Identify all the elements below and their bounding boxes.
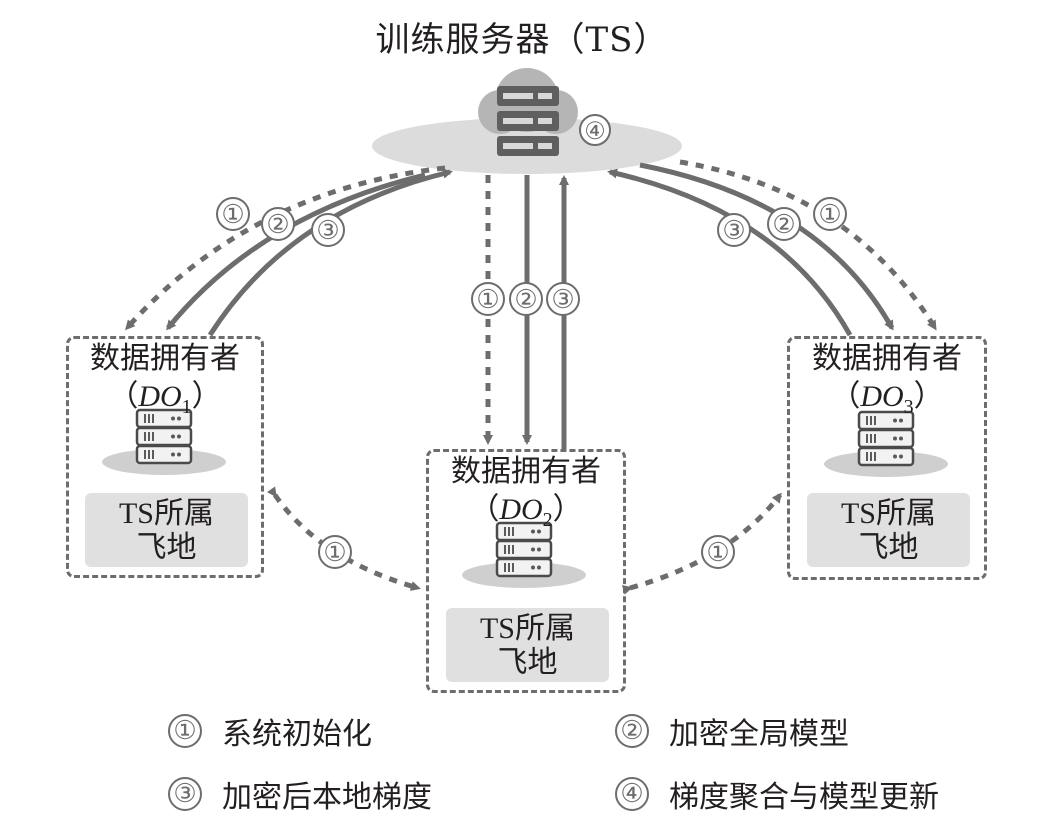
- data-owner-server-icon: [102, 408, 226, 475]
- server-unit: [857, 446, 915, 467]
- badge-center-2: ②: [509, 282, 543, 316]
- svg-text:③: ③: [551, 285, 574, 314]
- step-4-badge: [579, 114, 611, 146]
- data-owner-label: 数据拥有者: [90, 341, 240, 376]
- legend-text: 加密全局模型: [669, 717, 849, 752]
- data-owner-box-3: 数据拥有者 （DO3） TS所属 飞地: [787, 336, 987, 580]
- svg-text:①: ①: [476, 285, 499, 314]
- legend-step-badge: ①: [168, 714, 202, 748]
- data-owner-server-icon: [824, 410, 948, 477]
- data-owner-label: 数据拥有者: [451, 454, 601, 489]
- arrow-left-3: [207, 168, 453, 337]
- badge-right-3: ③: [717, 213, 751, 247]
- training-server-title: 训练服务器（TS）: [375, 20, 669, 60]
- arrow-left-1-dashed: [125, 165, 446, 331]
- step-4-label: ④: [584, 119, 606, 145]
- server-unit: [135, 444, 193, 465]
- data-owner-id: （DO1）: [108, 379, 222, 418]
- legend-text: 系统初始化: [222, 717, 372, 752]
- legend-text: 梯度聚合与模型更新: [669, 780, 939, 815]
- server-unit: [495, 557, 553, 578]
- svg-text:②: ②: [772, 210, 795, 239]
- data-owner-label: 数据拥有者: [812, 341, 962, 376]
- badge-right-2: ②: [767, 207, 801, 241]
- arrow-right-1-dashed: [679, 159, 938, 331]
- legend-text: 加密后本地梯度: [222, 780, 432, 815]
- badge-left-3: ③: [311, 213, 345, 247]
- ts-enclave: TS所属 飞地: [446, 608, 609, 682]
- badge-left-2: ②: [261, 207, 295, 241]
- legend-step-badge: ②: [615, 714, 649, 748]
- badge-center-3: ③: [546, 282, 580, 316]
- ts-enclave: TS所属 飞地: [85, 493, 248, 567]
- legend-item-3: ③ 加密后本地梯度: [168, 772, 432, 816]
- legend-item-2: ② 加密全局模型: [615, 709, 849, 753]
- data-owner-id: （DO2）: [469, 492, 583, 531]
- svg-text:①: ①: [706, 538, 729, 567]
- data-owner-box-1: 数据拥有者 （DO1） TS所属 飞地: [66, 336, 264, 578]
- svg-text:①: ①: [323, 538, 346, 567]
- svg-text:①: ①: [818, 200, 841, 229]
- arrow-right-3: [607, 168, 853, 337]
- badge-right-1: ①: [813, 197, 847, 231]
- svg-text:②: ②: [514, 285, 537, 314]
- arrow-peer-right-dashed: [621, 492, 782, 595]
- data-owner-server-icon: [462, 521, 586, 588]
- badge-center-1: ①: [471, 282, 505, 316]
- legend-item-4: ④ 梯度聚合与模型更新: [615, 772, 939, 816]
- legend-item-1: ① 系统初始化: [168, 709, 372, 753]
- data-owner-box-2: 数据拥有者 （DO2） TS所属 飞地: [426, 449, 626, 693]
- legend-step-badge: ③: [168, 777, 202, 811]
- arrow-left-2: [166, 172, 426, 331]
- svg-text:③: ③: [316, 216, 339, 245]
- svg-text:①: ①: [221, 200, 244, 229]
- ts-enclave: TS所属 飞地: [807, 493, 970, 567]
- legend-step-badge: ④: [615, 777, 649, 811]
- svg-text:③: ③: [722, 216, 745, 245]
- badge-left-1: ①: [216, 197, 250, 231]
- badge-peer-left: ①: [318, 535, 352, 569]
- badge-peer-right: ①: [701, 535, 735, 569]
- data-owner-id: （DO3）: [830, 379, 944, 418]
- svg-text:②: ②: [266, 210, 289, 239]
- cloud-server-icon: [478, 68, 578, 156]
